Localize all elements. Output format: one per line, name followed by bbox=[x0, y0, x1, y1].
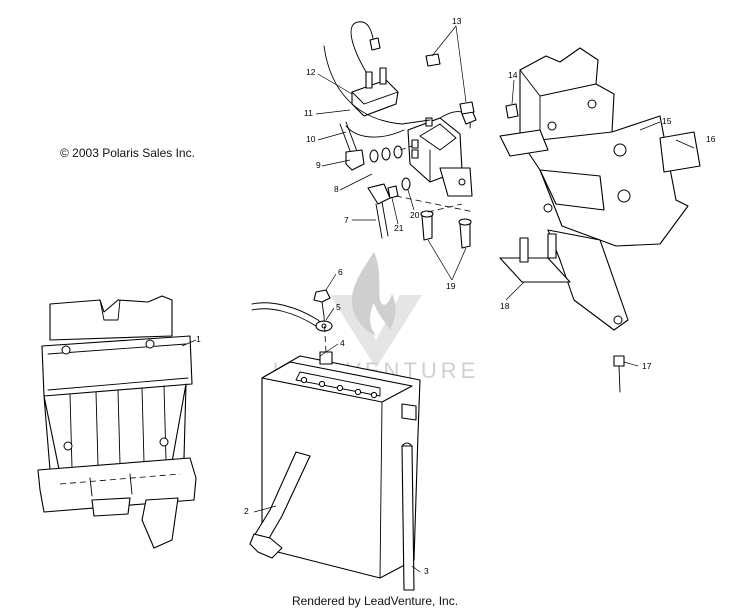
washer bbox=[369, 149, 379, 163]
callout-10: 10 bbox=[306, 134, 316, 144]
callout-labels: 1 2 3 4 5 6 7 8 9 10 11 12 13 14 15 16 1… bbox=[196, 16, 716, 576]
callout-20: 20 bbox=[410, 210, 420, 220]
callout-15: 15 bbox=[662, 116, 672, 126]
flange-nut bbox=[425, 53, 441, 67]
callout-11: 11 bbox=[304, 108, 313, 118]
callout-7: 7 bbox=[344, 215, 349, 225]
bracket-nut bbox=[505, 103, 519, 119]
battery-cable bbox=[251, 302, 327, 329]
callout-9: 9 bbox=[316, 160, 321, 170]
mounting-bracket bbox=[499, 47, 689, 331]
rendered-by-credit: Rendered by LeadVenture, Inc. bbox=[291, 594, 459, 608]
battery-box bbox=[37, 295, 197, 549]
rivet bbox=[613, 355, 625, 367]
callout-6: 6 bbox=[338, 267, 343, 277]
watermark-flame-icon bbox=[352, 252, 396, 336]
lower-plate bbox=[499, 233, 571, 283]
bracket-bolts bbox=[420, 210, 472, 249]
ground-wire bbox=[345, 125, 405, 138]
callout-18: 18 bbox=[500, 301, 510, 311]
callout-3: 3 bbox=[424, 566, 429, 576]
callout-5: 5 bbox=[336, 302, 341, 312]
copyright-notice: © 2003 Polaris Sales Inc. bbox=[60, 146, 195, 160]
callout-1: 1 bbox=[196, 334, 201, 344]
callout-leaders bbox=[181, 25, 695, 573]
callout-13: 13 bbox=[452, 16, 462, 26]
callout-2: 2 bbox=[244, 506, 249, 516]
callout-12: 12 bbox=[306, 67, 316, 77]
battery bbox=[261, 351, 421, 579]
callout-16: 16 bbox=[706, 134, 716, 144]
vent-tube bbox=[401, 445, 415, 591]
callout-19: 19 bbox=[446, 281, 456, 291]
starter-solenoid bbox=[407, 117, 473, 197]
callout-17: 17 bbox=[642, 361, 652, 371]
nut bbox=[381, 147, 391, 161]
callout-8: 8 bbox=[334, 184, 339, 194]
terminal-bolt bbox=[313, 289, 331, 303]
solenoid-wire bbox=[323, 45, 431, 125]
callout-21: 21 bbox=[394, 223, 404, 233]
strap-end bbox=[249, 533, 283, 559]
watermark-v-icon bbox=[330, 295, 422, 368]
starter-cable-boot bbox=[367, 183, 391, 205]
warning-label bbox=[659, 131, 701, 173]
small-washer bbox=[401, 177, 411, 191]
fuse-wire bbox=[350, 21, 375, 73]
battery-positive-cable bbox=[339, 121, 359, 157]
small-nut bbox=[387, 185, 399, 199]
callout-14: 14 bbox=[508, 70, 518, 80]
callout-4: 4 bbox=[340, 338, 345, 348]
